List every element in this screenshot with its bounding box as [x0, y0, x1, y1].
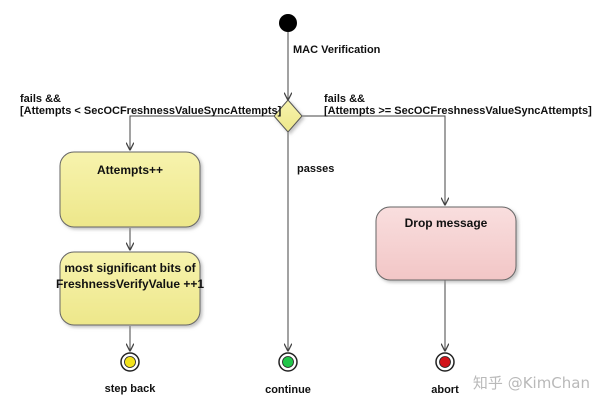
text-drop: Drop message [405, 216, 488, 230]
edge-decision-to-drop [302, 115, 445, 205]
label-step-back: step back [105, 383, 157, 395]
label-branch-left-2: [Attempts < SecOCFreshnessValueSyncAttem… [20, 105, 282, 117]
final-node-step-back [120, 352, 140, 372]
text-msb-2: FreshnessVerifyValue ++1 [56, 277, 204, 291]
label-branch-pass: passes [297, 163, 334, 175]
label-continue: continue [265, 384, 311, 396]
label-start: MAC Verification [293, 44, 381, 56]
label-abort: abort [431, 384, 459, 396]
action-msb [59, 251, 201, 326]
final-node-abort [435, 352, 455, 372]
initial-node [279, 14, 297, 32]
edges [130, 32, 445, 351]
edge-decision-to-attempts [130, 115, 275, 150]
action-attempts [59, 151, 201, 228]
watermark: 知乎 @KimChan [473, 374, 590, 392]
decision-node [273, 99, 303, 133]
text-attempts: Attempts++ [97, 163, 163, 177]
label-branch-right-1: fails && [324, 93, 365, 105]
label-branch-right-2: [Attempts >= SecOCFreshnessValueSyncAtte… [324, 105, 592, 117]
label-branch-left-1: fails && [20, 93, 61, 105]
text-msb-1: most significant bits of [64, 261, 196, 275]
action-drop-message [375, 206, 517, 281]
final-node-continue [278, 352, 298, 372]
